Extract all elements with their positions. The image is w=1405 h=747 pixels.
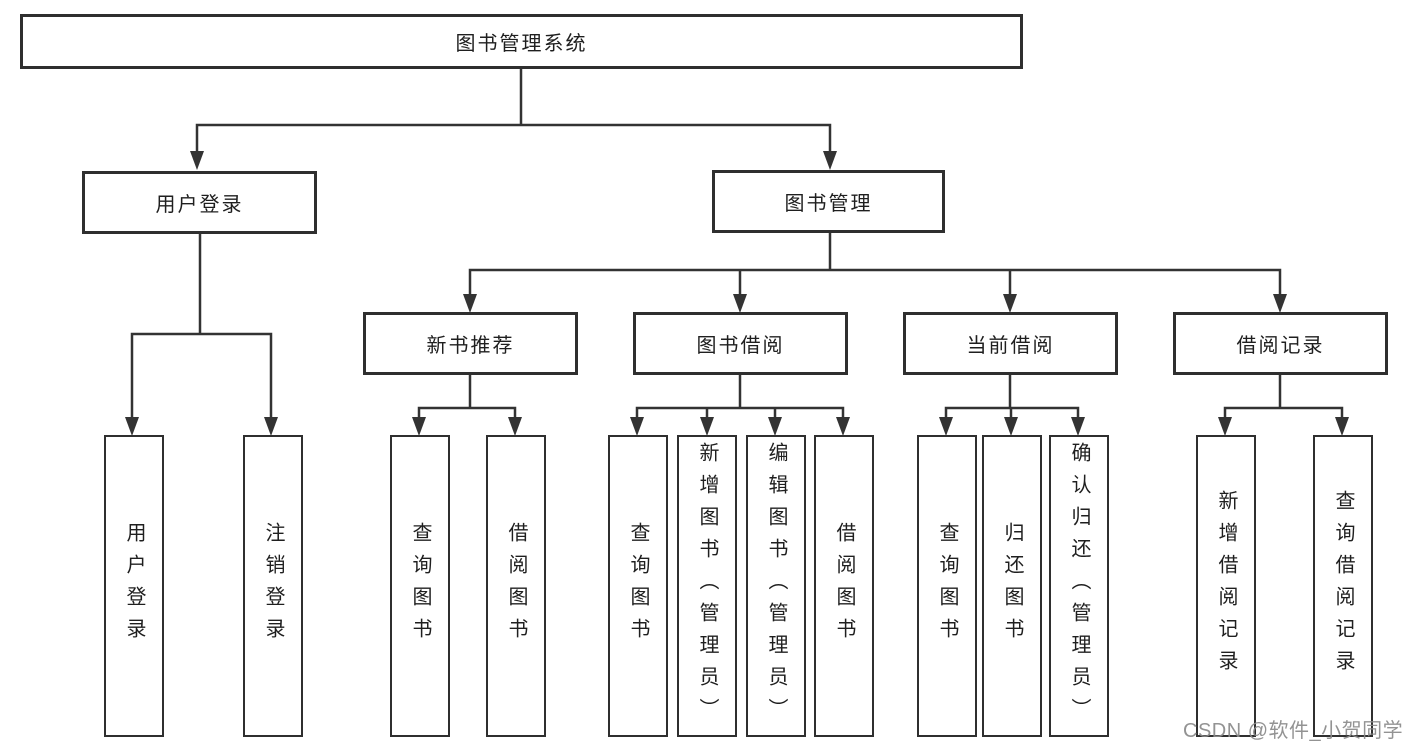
edge-userlogin-to-leaves [130,234,273,420]
node-current-borrowing: 当前借阅 [903,312,1118,375]
node-label: 用户登录 [123,522,145,650]
node-label: 注销登录 [262,522,284,650]
node-book-borrowing: 图书借阅 [633,312,848,375]
node-label: 查询借阅记录 [1332,490,1354,682]
node-label: 确认归还（管理员） [1068,442,1090,730]
leaf-add-books-admin: 新增图书（管理员） [677,435,737,737]
node-label: 借阅记录 [1236,335,1325,357]
leaf-add-borrow-record: 新增借阅记录 [1196,435,1256,737]
node-label: 查询图书 [936,522,958,650]
edge-root-to-level2 [195,69,832,152]
leaf-edit-books-admin: 编辑图书（管理员） [746,435,806,737]
node-book-management: 图书管理 [712,170,945,233]
node-label: 查询图书 [627,522,649,650]
node-label: 新增图书（管理员） [696,442,718,730]
node-label: 新增借阅记录 [1215,490,1237,682]
csdn-watermark: CSDN @软件_小贺同学 [1183,720,1404,742]
node-label: 新书推荐 [426,335,515,357]
leaf-return-books: 归还图书 [982,435,1042,737]
node-label: 图书借阅 [696,335,785,357]
edge-newbook-leaves [417,406,517,420]
edge-level3-stems [468,375,1282,408]
node-label: 图书管理系统 [455,33,588,55]
node-new-book-recommend: 新书推荐 [363,312,578,375]
leaf-query-books-recommend: 查询图书 [390,435,450,737]
leaf-user-login: 用户登录 [104,435,164,737]
leaf-query-books-borrowing: 查询图书 [608,435,668,737]
leaf-logout: 注销登录 [243,435,303,737]
leaf-query-borrow-record: 查询借阅记录 [1313,435,1373,737]
edge-borrowrecord-leaves [1223,406,1344,420]
leaf-confirm-return-admin: 确认归还（管理员） [1049,435,1109,737]
node-library-management-system: 图书管理系统 [20,14,1023,69]
node-user-login: 用户登录 [82,171,317,234]
leaf-borrow-books: 借阅图书 [814,435,874,737]
node-label: 图书管理 [784,193,873,215]
node-label: 借阅图书 [833,522,855,650]
node-label: 查询图书 [409,522,431,650]
node-label: 编辑图书（管理员） [765,442,787,730]
arrowheads [125,151,1349,436]
leaf-query-books-current: 查询图书 [917,435,977,737]
edge-bookmgmt-to-level3 [468,233,1282,296]
node-label: 借阅图书 [505,522,527,650]
node-label: 当前借阅 [966,335,1055,357]
node-label: 归还图书 [1001,522,1023,650]
node-borrowing-records: 借阅记录 [1173,312,1388,375]
edge-bookborrow-leaves [635,406,845,420]
leaf-borrow-books-recommend: 借阅图书 [486,435,546,737]
node-label: 用户登录 [155,194,244,216]
